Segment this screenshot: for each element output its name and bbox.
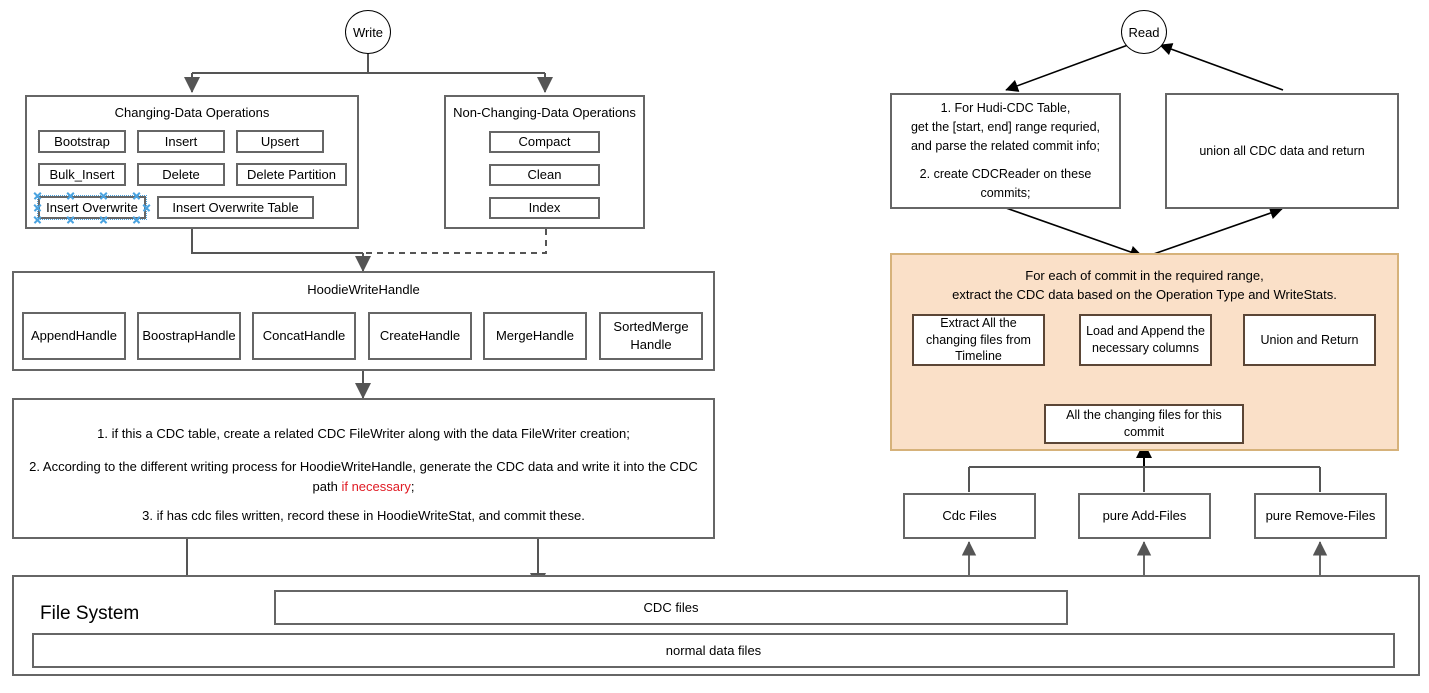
op-index[interactable]: Index [489,197,600,219]
read-step1-spacer [911,155,1100,165]
op-bulk-insert-label: Bulk_Insert [49,166,115,182]
extract-changing-files-box[interactable]: Extract All the changing files from Time… [912,314,1045,366]
handle-sorted-merge[interactable]: SortedMerge Handle [599,312,703,360]
op-insert-overwrite-table-label: Insert Overwrite Table [172,199,299,215]
handle-append[interactable]: AppendHandle [22,312,126,360]
op-upsert[interactable]: Upsert [236,130,324,153]
normal-data-files-store[interactable]: normal data files [32,633,1395,668]
pure-remove-files-source-label: pure Remove-Files [1265,508,1376,524]
non-changing-data-operations-title: Non-Changing-Data Operations [453,105,636,120]
op-compact[interactable]: Compact [489,131,600,153]
union-and-return-box[interactable]: Union and Return [1243,314,1376,366]
hoodie-write-handle-title: HoodieWriteHandle [307,282,420,297]
all-changing-files-box[interactable]: All the changing files for this commit [1044,404,1244,444]
extract-line-2: changing files from [926,332,1031,347]
load-append-columns-box[interactable]: Load and Append the necessary columns [1079,314,1212,366]
write-step-2: 2. According to the different writing pr… [24,457,703,496]
hoodie-write-handle-group: HoodieWriteHandle [12,271,715,371]
read-start-label: Read [1128,24,1160,40]
handle-bootstrap[interactable]: BoostrapHandle [137,312,241,360]
handle-merge[interactable]: MergeHandle [483,312,587,360]
read-step1-box[interactable]: 1. For Hudi-CDC Table, get the [start, e… [890,93,1121,209]
extract-line-3: Timeline [955,349,1002,364]
write-step-2-highlight: if necessary [341,478,411,494]
cdc-extraction-heading-line-1: For each of commit in the required range… [1025,268,1264,283]
pure-remove-files-source[interactable]: pure Remove-Files [1254,493,1387,539]
handle-create[interactable]: CreateHandle [368,312,472,360]
extract-line-1: Extract All the [940,315,1017,330]
read-step1-line-1: 1. For Hudi-CDC Table, [940,101,1071,116]
pure-add-files-source-label: pure Add-Files [1102,508,1187,524]
extract-changing-files-lines: Extract All the changing files from Time… [926,315,1031,366]
write-start-node[interactable]: Write [345,10,391,54]
write-step-3: 3. if has cdc files written, record thes… [142,508,585,523]
op-insert-overwrite[interactable]: Insert Overwrite [38,196,146,219]
handle-sorted-merge-label: SortedMerge Handle [613,319,689,352]
normal-data-files-store-label: normal data files [665,642,762,658]
op-delete-label: Delete [162,166,200,182]
changing-data-operations-title: Changing-Data Operations [114,105,270,120]
read-step1-line-2: get the [start, end] range requried, [910,119,1100,134]
cdc-extraction-panel-heading: For each of commit in the required range… [892,267,1397,305]
cdc-files-source[interactable]: Cdc Files [903,493,1036,539]
op-delete-partition[interactable]: Delete Partition [236,163,347,186]
write-step-2-text-b: ; [410,478,415,494]
op-insert-overwrite-table[interactable]: Insert Overwrite Table [157,196,314,219]
cdc-files-source-label: Cdc Files [942,508,997,524]
all-changing-files-line-1: All the changing files for this [1066,408,1222,423]
handle-concat[interactable]: ConcatHandle [252,312,356,360]
read-step1-lines: 1. For Hudi-CDC Table, get the [start, e… [911,99,1100,203]
handle-concat-label: ConcatHandle [262,328,346,344]
handle-bootstrap-label: BoostrapHandle [142,328,236,344]
union-and-return-label: Union and Return [1260,332,1359,347]
file-system-label: File System [40,603,140,624]
op-insert[interactable]: Insert [137,130,225,153]
write-step-1: 1. if this a CDC table, create a related… [97,426,630,441]
op-bulk-insert[interactable]: Bulk_Insert [38,163,126,186]
op-clean-label: Clean [527,167,562,183]
cdc-files-store[interactable]: CDC files [274,590,1068,625]
op-bootstrap-label: Bootstrap [54,133,110,149]
read-union-box[interactable]: union all CDC data and return [1165,93,1399,209]
read-union-label: union all CDC data and return [1199,144,1365,158]
cdc-files-store-label: CDC files [643,599,699,615]
load-append-line-2: necessary columns [1092,341,1199,355]
load-append-lines: Load and Append the necessary columns [1086,323,1205,357]
all-changing-files-line-2: commit [1123,425,1165,439]
read-step1-line-3: and parse the related commit info; [910,138,1100,153]
read-start-node[interactable]: Read [1121,10,1167,54]
handle-create-label: CreateHandle [379,328,461,344]
op-index-label: Index [528,200,561,216]
load-append-line-1: Load and Append the [1086,324,1205,339]
cdc-extraction-heading-line-2: extract the CDC data based on the Operat… [952,286,1337,302]
op-compact-label: Compact [518,134,571,150]
op-insert-overwrite-label: Insert Overwrite [46,199,138,215]
write-step-2-text-a: 2. According to the different writing pr… [29,459,698,494]
op-bootstrap[interactable]: Bootstrap [38,130,126,153]
pure-add-files-source[interactable]: pure Add-Files [1078,493,1211,539]
all-changing-files-lines: All the changing files for this commit [1066,407,1222,441]
write-steps-box: 1. if this a CDC table, create a related… [12,398,715,539]
write-start-label: Write [352,24,384,40]
op-delete-partition-label: Delete Partition [247,166,336,182]
handle-merge-label: MergeHandle [495,328,575,344]
op-delete[interactable]: Delete [137,163,225,186]
handle-append-label: AppendHandle [30,328,118,344]
read-step1-line-6: commits; [980,186,1031,201]
op-insert-label: Insert [164,133,198,149]
op-clean[interactable]: Clean [489,164,600,186]
read-step1-line-5: 2. create CDCReader on these [919,167,1092,182]
op-upsert-label: Upsert [260,133,300,149]
